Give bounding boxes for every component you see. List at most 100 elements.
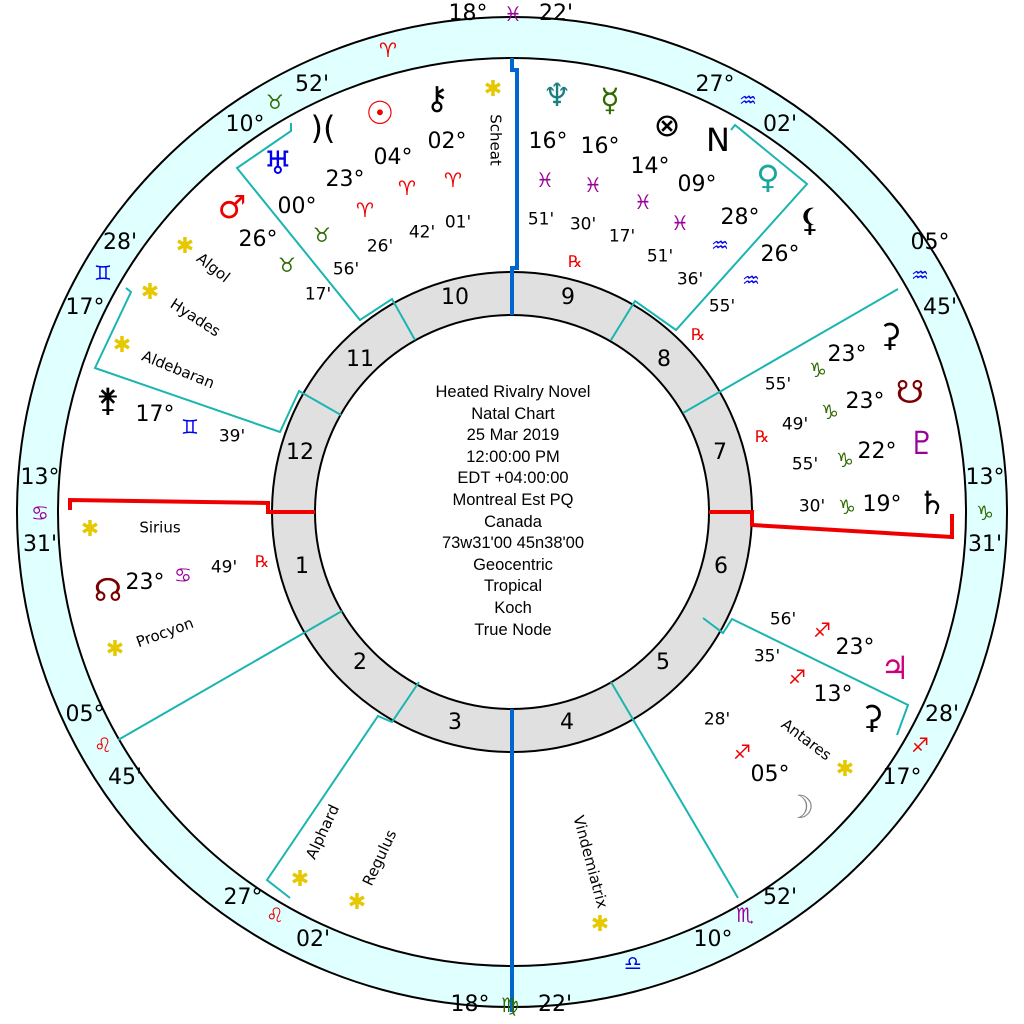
cusp-minutes: 28'	[102, 230, 138, 255]
house-number: 2	[353, 650, 367, 675]
uranus-degree: 00°	[277, 194, 317, 219]
cusp-line-5	[610, 681, 739, 899]
mercury-sign-icon: ♓︎	[584, 173, 602, 197]
mercury-icon: ☿	[600, 81, 620, 119]
fixed-star-antares-icon: ✱	[835, 757, 855, 782]
venus-minutes: 36'	[676, 269, 704, 290]
cusp-sign-icon: ♊︎	[94, 261, 112, 285]
lilith-sign-icon: ♒︎	[742, 268, 760, 292]
house-number: 5	[656, 650, 670, 675]
jupiter-degree: 23°	[835, 635, 875, 660]
venus-icon: ♀	[756, 158, 780, 196]
cusp-minutes: 02'	[295, 927, 331, 952]
house-number: 8	[657, 347, 671, 372]
eris-minutes: 26'	[366, 236, 394, 257]
mercury-minutes: 30'	[569, 214, 597, 235]
pluto-minutes: 55'	[791, 454, 819, 475]
cusp-minutes: 52'	[762, 885, 798, 910]
chiron-icon: ⚷	[425, 79, 449, 117]
cusp-degree: 17°	[882, 765, 922, 790]
fixed-star-alphard-icon: ✱	[290, 867, 310, 892]
cusp-degree: 27°	[695, 72, 735, 97]
jupiter-minutes: 56'	[769, 609, 797, 630]
part-of-fortune-sign-icon: ♓︎	[634, 190, 652, 214]
cusp-line-2	[117, 610, 343, 741]
vertex-sign-icon: ♓︎	[671, 211, 689, 235]
cusp-sign-icon: ♋︎	[31, 501, 49, 525]
neptune-icon: ♆	[542, 76, 572, 114]
moon-minutes: 28'	[703, 709, 731, 730]
cusp-minutes: 45'	[107, 765, 143, 790]
north-node-icon: ☊	[93, 571, 123, 609]
neptune-degree: 16°	[528, 129, 568, 154]
neptune-minutes: 51'	[527, 209, 555, 230]
sun-degree: 04°	[373, 145, 413, 170]
chart-info-line: 12:00:00 PM	[466, 447, 560, 466]
saturn-sign-icon: ♑︎	[838, 495, 856, 519]
lilith-retrograde-icon: ℞	[690, 325, 706, 344]
juno-degree: 17°	[135, 402, 175, 427]
saturn-degree: 19°	[862, 492, 902, 517]
pluto-degree: 22°	[857, 439, 897, 464]
chart-info-line: Montreal Est PQ	[452, 490, 574, 509]
cusp-minutes: 22'	[538, 1, 574, 26]
ceres-minutes: 35'	[753, 646, 781, 667]
north-node-degree: 23°	[125, 570, 165, 595]
fixed-star-vindemiatrix-icon: ✱	[590, 912, 610, 937]
chart-info-line: True Node	[474, 620, 552, 639]
sun-minutes: 42'	[408, 222, 436, 243]
chart-info-line: EDT +04:00:00	[457, 469, 569, 488]
cusp-minutes: 22'	[537, 992, 573, 1017]
mercury-degree: 16°	[580, 134, 620, 159]
chart-info-line: Canada	[484, 512, 542, 531]
lilith-degree: 26°	[760, 242, 800, 267]
cusp-degree: 05°	[65, 702, 105, 727]
fixed-star-sirius-icon: ✱	[80, 517, 100, 542]
cusp-degree: 18°	[450, 992, 490, 1017]
cusp-sign-icon: ♉︎	[266, 90, 284, 114]
uranus-icon: ♅	[263, 144, 293, 182]
fixed-star-hyades-icon: ✱	[140, 280, 160, 305]
fixed-star-sirius-label: Sirius	[139, 518, 181, 537]
neptune-sign-icon: ♓︎	[536, 168, 554, 192]
asteroid-degree: 23°	[827, 342, 867, 367]
cusp-line-3	[265, 681, 420, 899]
saturn-icon: ♄	[917, 484, 947, 522]
cusp-minutes: 52'	[294, 72, 330, 97]
fixed-star-scheat-icon: ✱	[483, 77, 503, 102]
eris-icon: )(	[310, 109, 336, 147]
fixed-star-scheat-label: Scheat	[486, 114, 505, 166]
uranus-sign-icon: ♉︎	[313, 223, 331, 247]
moon-sign-icon: ♐︎	[733, 740, 751, 764]
saturn-minutes: 30'	[798, 496, 826, 517]
midheaven-line	[510, 58, 519, 315]
chart-info-line: Heated Rivalry Novel	[435, 383, 591, 401]
asteroid-sign-icon: ♑︎	[809, 358, 827, 382]
north-node-sign-icon: ♋︎	[174, 563, 192, 587]
cusp-degree: 18°	[448, 1, 488, 26]
fixed-star-regulus-icon: ✱	[347, 890, 367, 915]
cusp-sign-icon: ♑︎	[976, 501, 994, 525]
cusp-degree: 13°	[20, 465, 60, 490]
ceres-icon: ⚳	[860, 698, 884, 736]
eris-sign-icon: ♈︎	[356, 198, 374, 222]
jupiter-icon: ♃	[880, 649, 910, 687]
part-of-fortune-minutes: 17'	[608, 226, 636, 247]
cusp-sign-icon: ♌︎	[266, 903, 284, 927]
vertex-degree: 09°	[677, 172, 717, 197]
lilith-minutes: 55'	[708, 296, 736, 317]
cusp-degree: 10°	[693, 927, 733, 952]
mars-sign-icon: ♉︎	[278, 253, 296, 277]
south-node-icon: ☋	[895, 373, 925, 411]
vertex-icon: N	[706, 121, 730, 159]
cusp-line-9	[610, 123, 809, 341]
pluto-sign-icon: ♑︎	[836, 448, 854, 472]
cusp-sign-icon: ♒︎	[911, 263, 929, 287]
cusp-sign-icon: ♌︎	[94, 733, 112, 757]
chart-info-line: Tropical	[483, 577, 543, 596]
eris-degree: 23°	[325, 167, 365, 192]
house-number: 9	[561, 285, 575, 310]
house-number: 10	[441, 285, 469, 310]
cusp-minutes: 31'	[22, 532, 58, 557]
vertex-minutes: 51'	[646, 246, 674, 267]
